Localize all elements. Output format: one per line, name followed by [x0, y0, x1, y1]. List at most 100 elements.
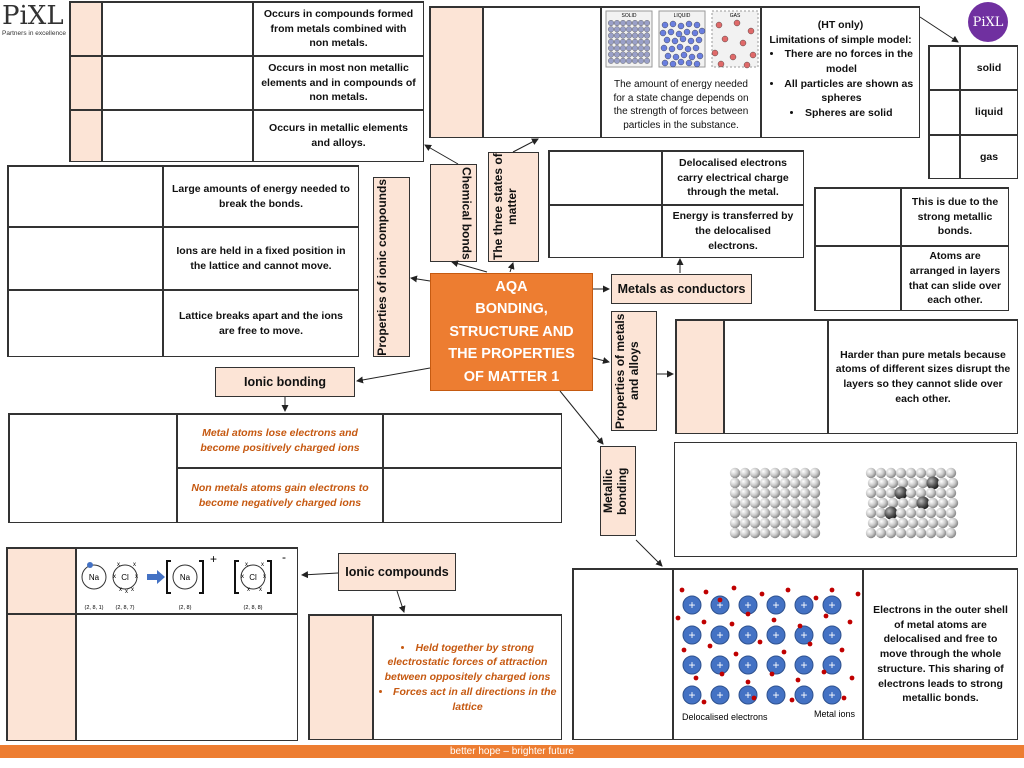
metal-atom — [789, 507, 801, 519]
alloy-atom — [945, 507, 957, 519]
alloys-desc: Harder than pure metals because atoms of… — [828, 320, 1018, 434]
solid-particle — [620, 26, 627, 33]
na-ion-symbol: Na — [180, 573, 191, 582]
ht-bullet: Spheres are solid — [768, 106, 915, 121]
pixl-logo-text: PiXL — [2, 1, 64, 31]
electron — [839, 647, 845, 653]
metal-ion-charge: + — [688, 628, 695, 642]
metal-atom — [799, 467, 811, 479]
alloy-atom — [875, 527, 887, 539]
table-row-marker — [7, 614, 76, 741]
cl-ion-config: (2, 8, 8) — [244, 605, 263, 611]
solid-particle — [644, 38, 651, 45]
alloy-atom — [925, 487, 937, 499]
liquid-particle — [684, 45, 692, 53]
state-energy-text: The amount of energy needed for a state … — [613, 79, 749, 131]
electron — [717, 597, 723, 603]
ionic-compound-bullet: Forces act in all directions in the latt… — [376, 685, 559, 714]
alloy-atom — [887, 517, 899, 529]
properties-metals-label: Properties of metals and alloys — [611, 311, 657, 431]
alloy-atom — [935, 487, 947, 499]
center-title-line: OF MATTER 1 — [463, 368, 560, 385]
conductors-table: Delocalised electrons carry electrical c… — [548, 150, 804, 258]
table-row-marker — [70, 2, 102, 56]
metal-atom — [789, 517, 801, 529]
solid-particle — [632, 38, 639, 45]
metal-atom — [779, 527, 791, 539]
svg-text:x: x — [259, 587, 262, 593]
liquid-particle — [698, 27, 706, 35]
metal-atom — [809, 517, 821, 529]
electron — [675, 615, 681, 621]
alloys-table: Harder than pure metals because atoms of… — [675, 319, 1018, 434]
svg-text:x: x — [117, 562, 120, 568]
table-row-marker — [70, 110, 102, 162]
state-label-gas: GAS — [730, 13, 741, 19]
metal-ion-charge: + — [772, 688, 779, 702]
alloy-atom — [947, 517, 959, 529]
svg-text:x: x — [133, 562, 136, 568]
electron — [771, 617, 777, 623]
table-cell-blank — [573, 569, 673, 740]
liquid-particle — [672, 53, 680, 61]
liquid-particle — [691, 29, 699, 37]
gas-particle — [747, 27, 755, 35]
solid-particle — [638, 51, 645, 58]
metal-atom — [739, 487, 751, 499]
solid-particle — [607, 26, 614, 33]
alloy-large-atom — [894, 486, 908, 500]
chemical-bonds-label: Chemical bonds — [430, 164, 477, 262]
solid-particle — [644, 32, 651, 39]
alloy-atom — [905, 527, 917, 539]
properties-ionic-label: Properties of ionic compounds — [373, 177, 410, 357]
electron — [789, 697, 795, 703]
metal-ion-charge: + — [772, 598, 779, 612]
svg-text:x: x — [135, 574, 138, 580]
liquid-particle — [685, 20, 693, 28]
metal-ion — [794, 595, 814, 615]
electron — [849, 675, 855, 681]
metal-atom — [779, 497, 791, 509]
gas-particle — [717, 60, 725, 68]
chemical-bonds-text: Chemical bonds — [459, 166, 474, 260]
metal-atom — [809, 477, 821, 489]
metal-ion-charge: + — [716, 598, 723, 612]
state-gas: gas — [960, 135, 1018, 179]
metal-ion — [822, 655, 842, 675]
chemical-bonds-table: Occurs in compounds formed from metals c… — [69, 1, 424, 162]
metal-atom — [729, 467, 741, 479]
metal-ion-charge: + — [772, 658, 779, 672]
metal-atom — [749, 517, 761, 529]
ionic-compounds-label: Ionic compounds — [338, 553, 456, 591]
svg-text:x: x — [245, 562, 248, 568]
metal-ion — [794, 685, 814, 705]
metal-atom — [809, 497, 821, 509]
alloy-atom — [935, 507, 947, 519]
electron — [731, 585, 737, 591]
liquid-particle — [669, 60, 677, 68]
alloy-atom — [907, 497, 919, 509]
solid-particle — [613, 19, 620, 26]
ht-bullet: All particles are shown as spheres — [768, 77, 915, 106]
liquid-particle — [677, 58, 685, 66]
ionic-bonding-metal: Metal atoms lose electrons and become po… — [177, 414, 383, 468]
alloy-atom — [945, 527, 957, 539]
table-cell-blank — [383, 468, 562, 523]
solid-particle — [626, 19, 633, 26]
solid-particle — [626, 57, 633, 64]
gas-particle — [711, 49, 719, 57]
liquid-particle — [661, 59, 669, 67]
metal-atom — [799, 477, 811, 489]
metal-atom — [809, 527, 821, 539]
metal-ion — [710, 625, 730, 645]
state-solid: solid — [960, 46, 1018, 90]
alloy-atom — [947, 477, 959, 489]
liquid-particle — [667, 28, 675, 36]
ionic-bonding-nonmetal: Non metals atoms gain electrons to becom… — [177, 468, 383, 523]
electron — [751, 695, 757, 701]
alloy-atom — [937, 517, 949, 529]
electron — [733, 651, 739, 657]
liquid-particle — [663, 36, 671, 44]
table-cell-blank — [815, 188, 901, 246]
metal-ion — [710, 595, 730, 615]
